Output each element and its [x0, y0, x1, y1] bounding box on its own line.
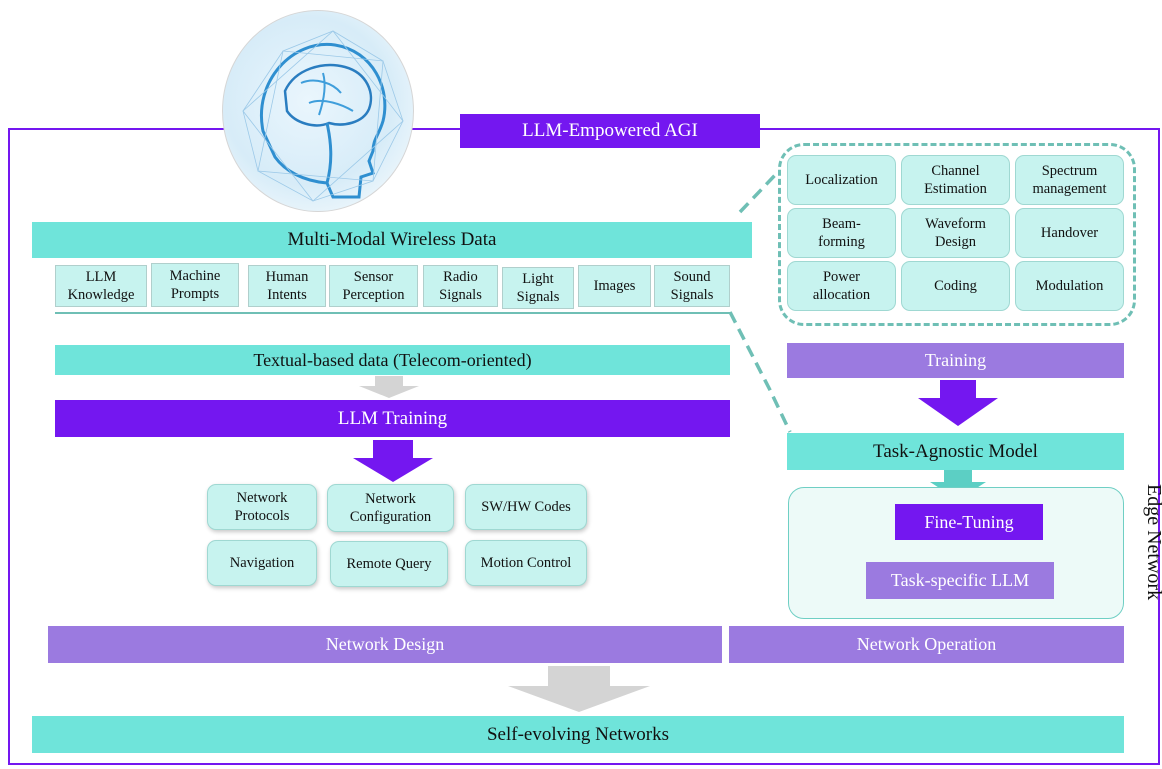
- modality-llm-knowledge: LLM Knowledge: [55, 265, 147, 307]
- header-title: LLM-Empowered AGI: [460, 114, 760, 148]
- op-task-beamforming: Beam- forming: [787, 208, 896, 258]
- op-task-modulation: Modulation: [1015, 261, 1124, 311]
- task-specific-llm-box: Task-specific LLM: [866, 562, 1054, 599]
- task-remote-query: Remote Query: [330, 541, 448, 587]
- dashed-callout-line: [728, 311, 792, 433]
- op-task-handover: Handover: [1015, 208, 1124, 258]
- purple-arrow-down-right: [918, 380, 998, 426]
- gray-arrow-large: [508, 666, 650, 712]
- modality-light-signals: Light Signals: [502, 267, 574, 309]
- op-task-waveform-design: Waveform Design: [901, 208, 1010, 258]
- op-task-power-allocation: Power allocation: [787, 261, 896, 311]
- task-network-configuration: Network Configuration: [327, 484, 454, 532]
- self-evolving-networks-bar: Self-evolving Networks: [32, 716, 1124, 753]
- modality-human-intents: Human Intents: [248, 265, 326, 307]
- modality-sensor-perception: Sensor Perception: [329, 265, 418, 307]
- teal-arrow-down: [930, 470, 986, 500]
- operation-tasks-group: [778, 143, 1136, 326]
- multimodal-title: Multi-Modal Wireless Data: [32, 222, 752, 258]
- network-design-bar: Network Design: [48, 626, 722, 663]
- task-network-protocols: Network Protocols: [207, 484, 317, 530]
- brain-illustration: [222, 10, 414, 212]
- textual-data-bar: Textual-based data (Telecom-oriented): [55, 345, 730, 375]
- network-operation-bar: Network Operation: [729, 626, 1124, 663]
- purple-arrow-down-left: [353, 440, 433, 482]
- op-task-coding: Coding: [901, 261, 1010, 311]
- task-sw-hw-codes: SW/HW Codes: [465, 484, 587, 530]
- edge-network-label: Edge Network: [1143, 484, 1162, 601]
- training-bar: Training: [787, 343, 1124, 378]
- modality-machine-prompts: Machine Prompts: [151, 263, 239, 307]
- brain-icon: [242, 30, 404, 202]
- modality-images: Images: [578, 265, 651, 307]
- op-task-spectrum-management: Spectrum management: [1015, 155, 1124, 205]
- task-navigation: Navigation: [207, 540, 317, 586]
- fine-tuning-box: Fine-Tuning: [895, 504, 1043, 540]
- op-task-localization: Localization: [787, 155, 896, 205]
- llm-training-bar: LLM Training: [55, 400, 730, 437]
- op-task-channel-estimation: Channel Estimation: [901, 155, 1010, 205]
- gray-arrow-small: [359, 376, 419, 398]
- dashed-callout-line-top: [738, 170, 780, 214]
- modality-radio-signals: Radio Signals: [423, 265, 498, 307]
- task-motion-control: Motion Control: [465, 540, 587, 586]
- task-agnostic-model: Task-Agnostic Model: [787, 433, 1124, 470]
- modality-sound-signals: Sound Signals: [654, 265, 730, 307]
